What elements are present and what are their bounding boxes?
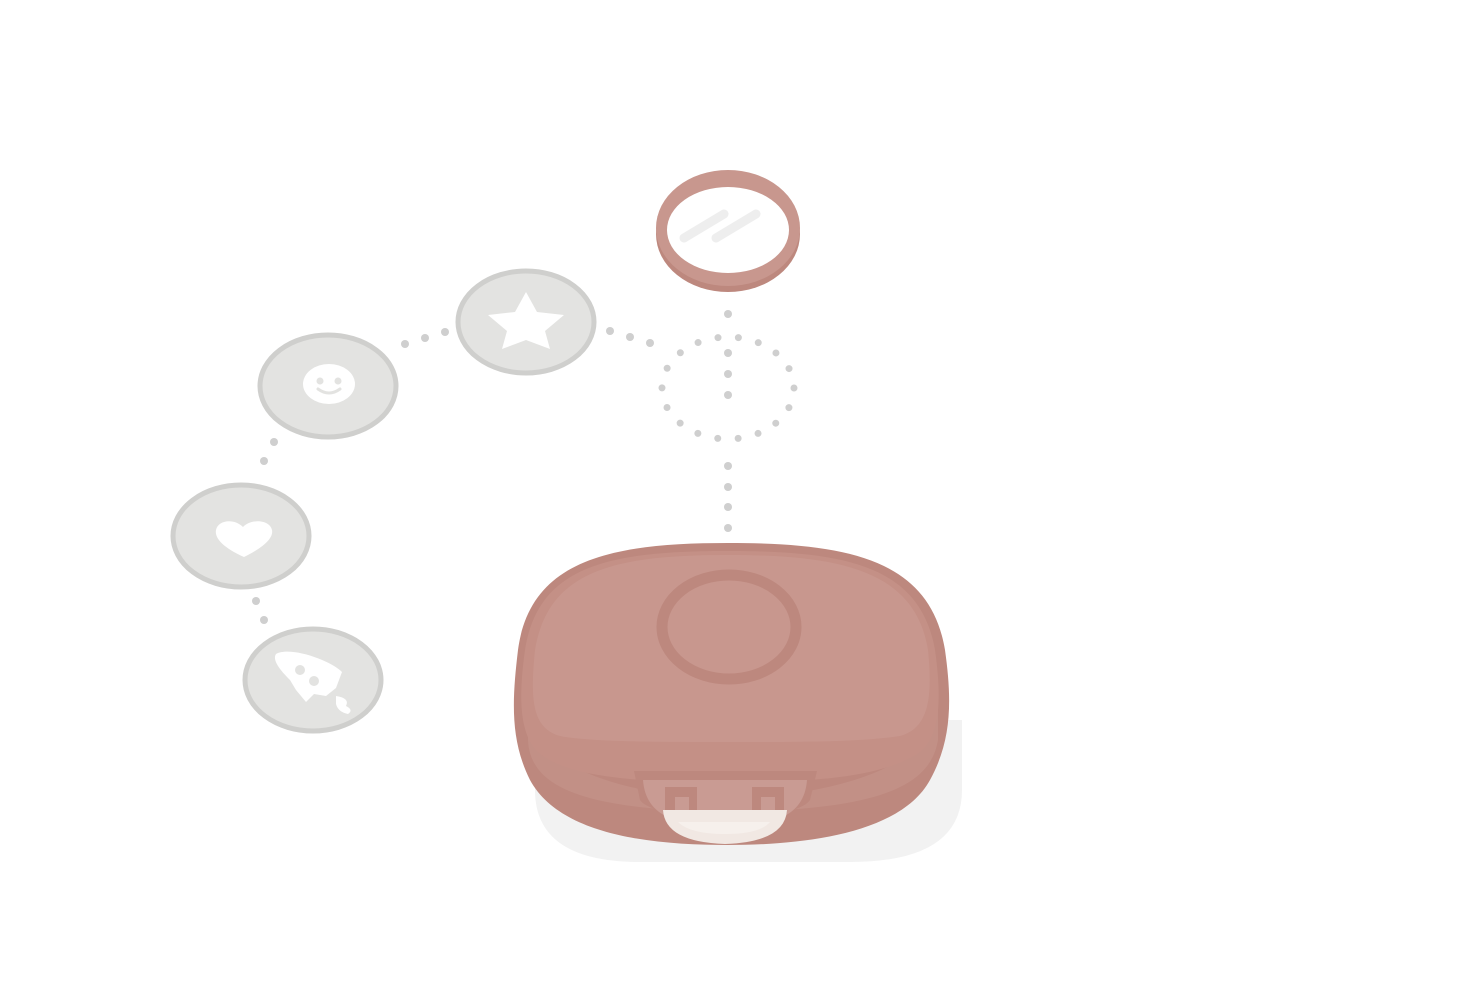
rocket-disc[interactable] — [242, 626, 384, 734]
dotted-connectors — [252, 310, 732, 624]
star-icon — [488, 292, 564, 349]
smiley-disc[interactable] — [257, 332, 399, 440]
lens-slot — [656, 569, 802, 685]
rocket-icon — [274, 651, 351, 714]
lens-ring-icon[interactable] — [656, 170, 800, 292]
heart-icon — [215, 521, 273, 557]
box-lid-top — [532, 555, 930, 742]
heart-disc[interactable] — [170, 482, 312, 590]
lens-placeholder-dotted-outline — [658, 333, 798, 443]
star-disc[interactable] — [455, 268, 597, 376]
smiley-icon — [303, 364, 355, 404]
lunchbox — [513, 543, 962, 862]
